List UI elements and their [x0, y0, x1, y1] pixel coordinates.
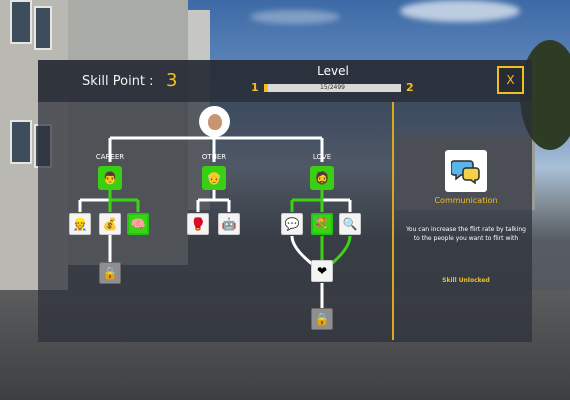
selected-skill-status: Skill Unlocked — [442, 277, 490, 284]
career-skill-worker[interactable]: 👷 — [69, 213, 91, 235]
career-skill-money[interactable]: 💰 — [99, 213, 121, 235]
love-skill-locked[interactable]: 🔒 — [311, 308, 333, 330]
love-skill-flowers[interactable]: 💐 — [311, 213, 333, 235]
selected-skill-description: You can increase the flirt rate by talki… — [406, 226, 526, 242]
love-skill-heart[interactable]: ❤ — [311, 260, 333, 282]
lock-icon: 🔒 — [102, 266, 118, 280]
xp-progress-text: 15/2499 — [320, 84, 345, 91]
robot-icon: 🤖 — [221, 217, 237, 231]
old-man-icon: 👴 — [206, 171, 222, 185]
love-skill-search[interactable]: 🔍 — [339, 213, 361, 235]
current-level: 1 — [251, 81, 259, 94]
selected-skill-icon — [445, 150, 487, 192]
skill-point-label: Skill Point : — [82, 74, 154, 89]
other-skill-rucksack[interactable]: 🤖 — [218, 213, 240, 235]
category-love-label: LOVE — [312, 153, 332, 161]
speech-bubbles-icon — [451, 160, 480, 184]
next-level: 2 — [406, 81, 414, 94]
brain-icon: 🧠 — [130, 217, 146, 231]
lock-icon: 🔒 — [314, 312, 330, 326]
xp-progress-bar: 15/2499 — [264, 84, 401, 92]
category-career-label: CAREER — [95, 153, 125, 161]
player-avatar — [199, 106, 230, 137]
skill-point-value: 3 — [166, 70, 178, 91]
magnifier-icon: 🔍 — [342, 217, 358, 231]
skill-panel-header — [38, 60, 532, 102]
money-icon: 💰 — [102, 217, 118, 231]
flowers-icon: 💐 — [314, 217, 330, 231]
career-skill-locked[interactable]: 🔒 — [99, 262, 121, 284]
career-skill-brain[interactable]: 🧠 — [127, 213, 149, 235]
player-face-icon — [207, 113, 222, 130]
category-other-label: OTHER — [201, 153, 227, 161]
close-button[interactable]: X — [497, 66, 524, 94]
love-hub-node[interactable]: 🧔 — [310, 166, 334, 190]
love-skill-communication[interactable]: 💬 — [281, 213, 303, 235]
other-hub-node[interactable]: 👴 — [202, 166, 226, 190]
other-skill-boxing[interactable]: 🥊 — [187, 213, 209, 235]
panel-divider — [392, 102, 394, 340]
boxing-glove-icon: 🥊 — [190, 217, 206, 231]
speech-bubbles-icon: 💬 — [284, 217, 300, 231]
selected-skill-title: Communication — [434, 196, 498, 205]
lover-icon: 🧔 — [314, 171, 330, 185]
heart-icon: ❤ — [316, 264, 328, 278]
career-hub-node[interactable]: 👨 — [98, 166, 122, 190]
worker-icon: 👷 — [72, 217, 88, 231]
businessman-icon: 👨 — [102, 171, 118, 185]
xp-progress-fill — [264, 84, 268, 92]
level-title: Level — [317, 64, 349, 78]
